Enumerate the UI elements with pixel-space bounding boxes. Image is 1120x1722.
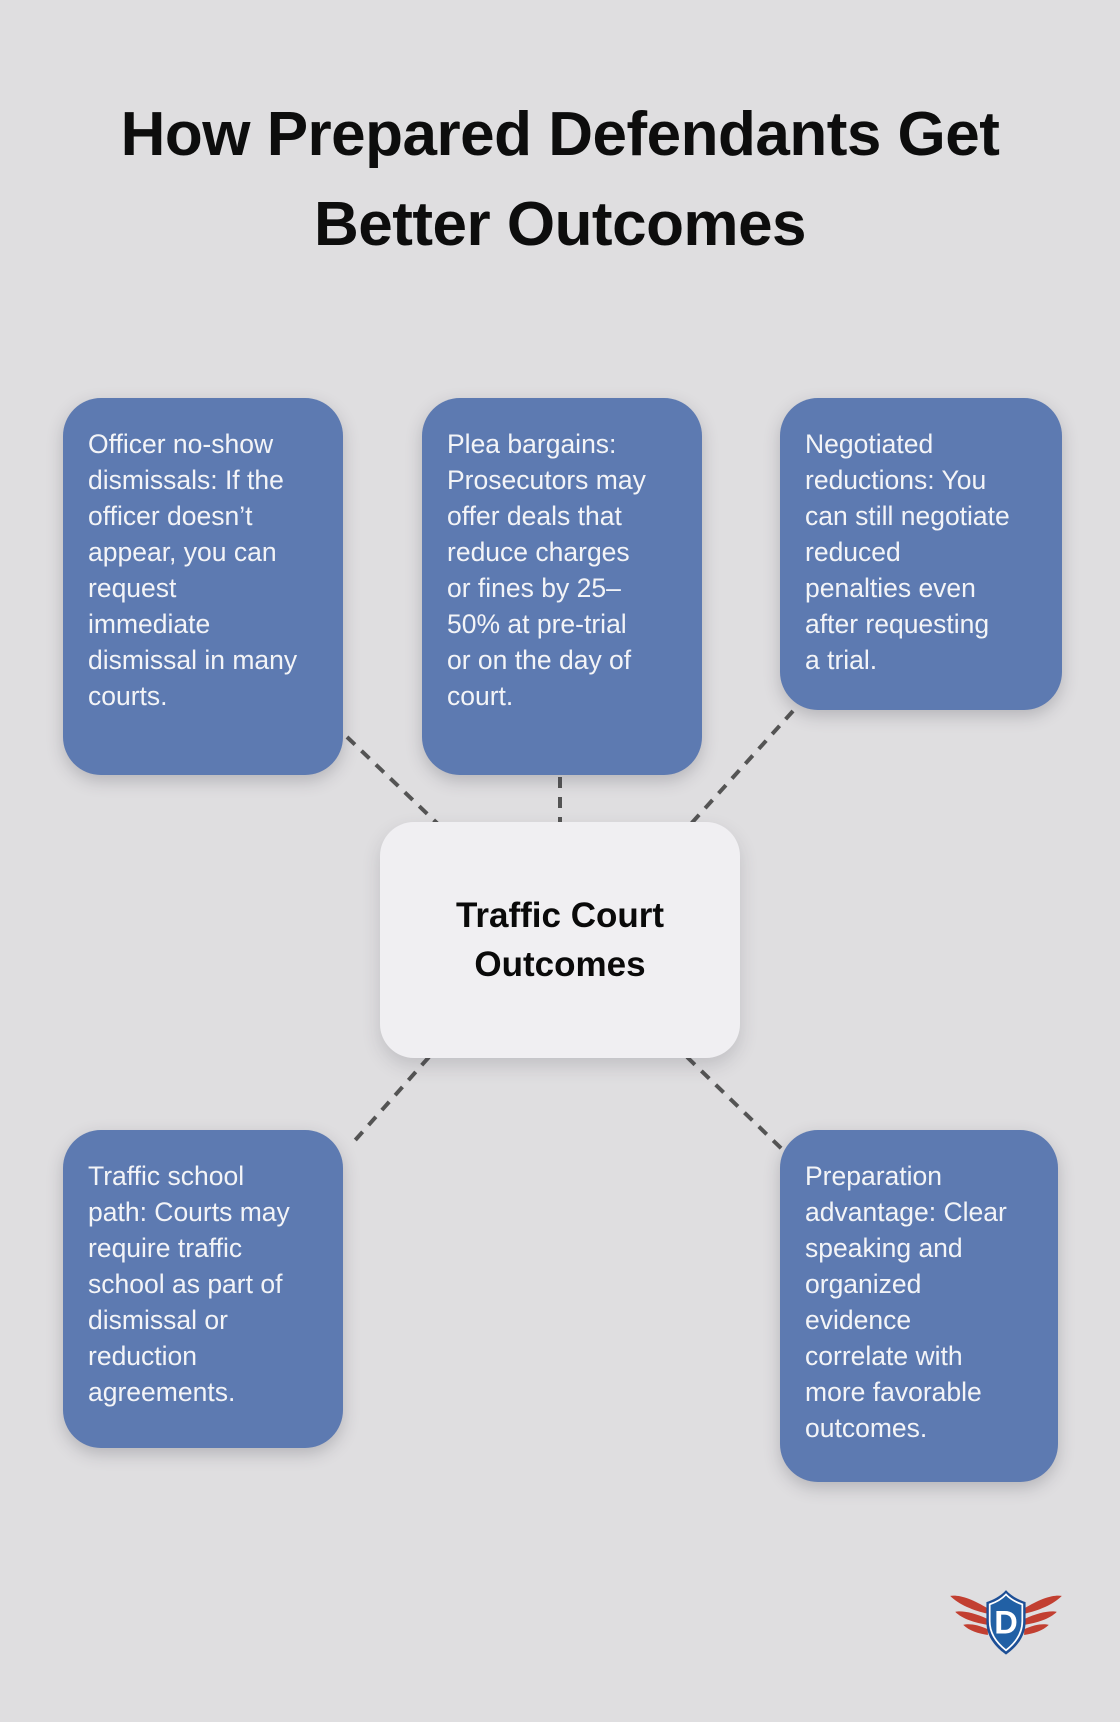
brand-logo: D <box>950 1590 1062 1655</box>
wing-right-icon <box>1023 1595 1062 1636</box>
center-node: Traffic Court Outcomes <box>380 822 740 1058</box>
connector-traffic-school-path <box>348 1055 431 1148</box>
node-preparation-advantage: Preparation advantage: Clear speaking an… <box>780 1130 1058 1482</box>
node-plea-bargains: Plea bargains: Prosecutors may offer dea… <box>422 398 702 775</box>
node-officer-no-show: Officer no-show dismissals: If the offic… <box>63 398 343 775</box>
wing-left-icon <box>950 1595 989 1636</box>
node-traffic-school-path: Traffic school path: Courts may require … <box>63 1130 343 1448</box>
logo-letter: D <box>994 1604 1018 1641</box>
connector-negotiated-reductions <box>687 709 795 828</box>
page-title: How Prepared Defendants Get Better Outco… <box>120 100 1000 259</box>
node-negotiated-reductions: Negotiated reductions: You can still neg… <box>780 398 1062 710</box>
connector-preparation-advantage <box>685 1055 787 1154</box>
shield-icon: D <box>986 1590 1026 1655</box>
